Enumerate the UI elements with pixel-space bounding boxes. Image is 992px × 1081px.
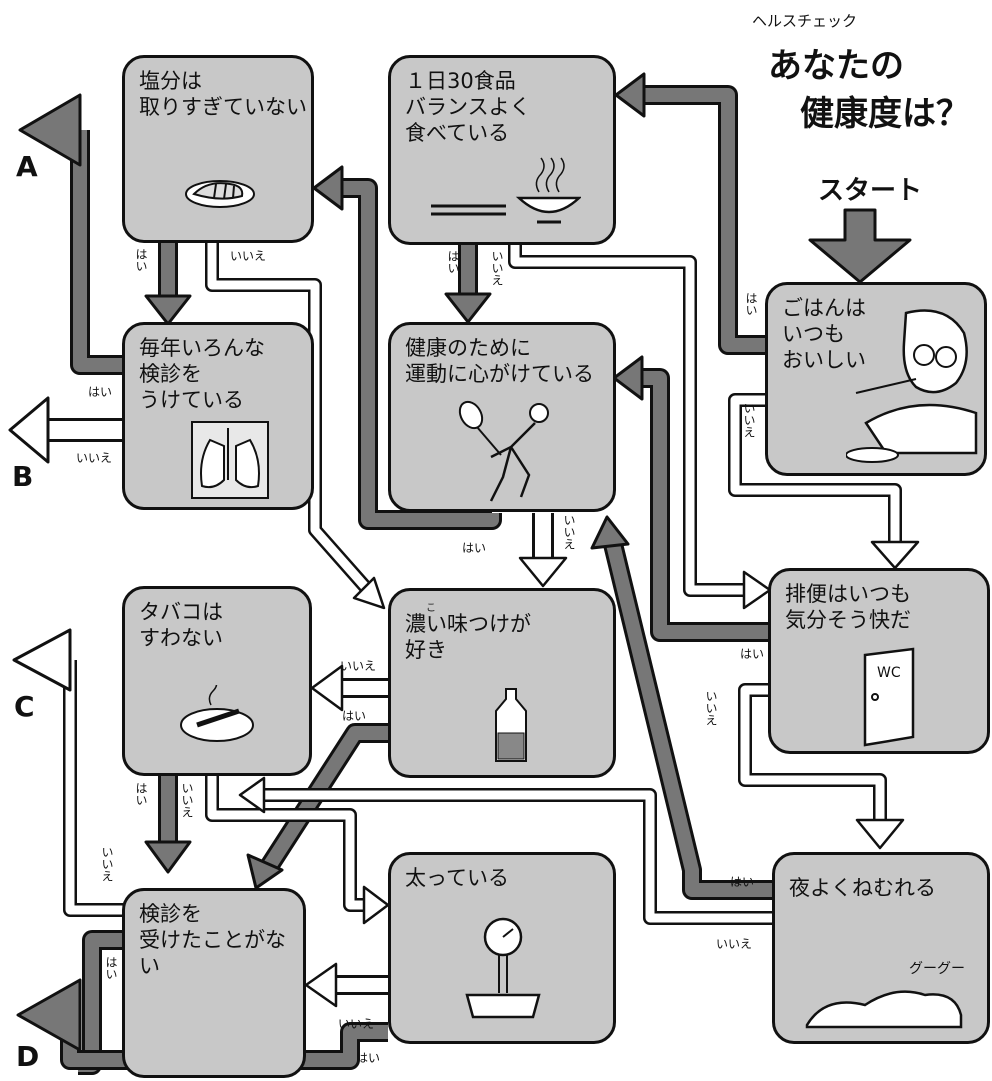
label-yes-taste: はい bbox=[342, 709, 367, 723]
yes-paths bbox=[16, 72, 772, 1075]
snore-text: グーグー bbox=[909, 961, 965, 977]
node-salt: 塩分は 取りすぎていない bbox=[122, 55, 314, 243]
result-a: A bbox=[16, 150, 38, 183]
sleeping-person-icon: グーグー bbox=[805, 961, 965, 1029]
label-yes-sleep: はい bbox=[730, 875, 755, 889]
no-arrowhead-c bbox=[12, 628, 72, 692]
food-plate-icon bbox=[185, 180, 255, 208]
start-arrow bbox=[808, 208, 912, 284]
node-sleep-text: 夜よくねむれる bbox=[789, 876, 936, 900]
node-balance-text: １日30食品 バランスよく 食べている bbox=[405, 69, 531, 145]
label-no-meal: いいえ bbox=[742, 402, 756, 438]
yes-arrowhead-yearly bbox=[144, 294, 192, 326]
label-no-salt: いいえ bbox=[230, 249, 267, 263]
yes-arrowhead-exercise bbox=[444, 292, 492, 324]
label-no-tobacco: いいえ bbox=[180, 782, 194, 818]
page-title-line1: あなたの bbox=[768, 46, 904, 86]
node-checkup-yearly-text: 毎年いろんな 検診を うけている bbox=[139, 336, 265, 412]
label-no-fat: いいえ bbox=[338, 1017, 375, 1031]
label-yes-exercise: はい bbox=[462, 541, 487, 555]
eating-man-icon bbox=[846, 309, 978, 463]
yes-arrowhead-nocheckup bbox=[246, 853, 284, 890]
no-arrowhead-b bbox=[8, 396, 50, 464]
node-balance: １日30食品 バランスよく 食べている bbox=[388, 55, 616, 245]
node-no-checkup-text: 検診を 受けたことがない bbox=[139, 902, 286, 978]
label-no-exercise: いいえ bbox=[562, 514, 576, 550]
label-no-bowel: いいえ bbox=[704, 690, 718, 726]
yes-arrowhead-tobacco bbox=[144, 840, 192, 874]
wc-sign: WC bbox=[877, 665, 901, 681]
no-path-tobacco-c bbox=[63, 660, 125, 917]
soy-sauce-bottle-icon bbox=[495, 688, 527, 762]
title-ruby: ヘルスチェック bbox=[752, 12, 858, 30]
label-yes-yearly: はい bbox=[88, 385, 113, 399]
toilet-door-icon: WC bbox=[863, 647, 915, 747]
node-fat: 太っている bbox=[388, 852, 616, 1044]
no-paths bbox=[8, 208, 920, 1008]
xray-lungs-icon bbox=[191, 421, 269, 499]
page-title-line2: 健康度は？ bbox=[800, 94, 970, 134]
label-no-tobacco-c: いいえ bbox=[100, 846, 114, 882]
node-checkup-yearly: 毎年いろんな 検診を うけている bbox=[122, 322, 314, 510]
result-b: B bbox=[12, 460, 34, 493]
node-meal: ごはんは いつも おいしい bbox=[765, 282, 987, 476]
node-exercise: 健康のために 運動に心がけている bbox=[388, 322, 616, 512]
yes-arrowhead-sleep bbox=[590, 515, 630, 550]
yes-arrowhead-exercise-right bbox=[612, 355, 644, 401]
label-yes-tobacco: はい bbox=[134, 782, 148, 806]
node-bowel: 排便はいつも 気分そう快だ WC bbox=[768, 568, 990, 754]
node-strong-taste-text: 濃い味つけが 好き bbox=[405, 612, 531, 662]
node-fat-text: 太っている bbox=[405, 866, 509, 890]
start-label: スタート bbox=[818, 176, 923, 206]
result-d: D bbox=[16, 1040, 40, 1073]
result-c: C bbox=[14, 690, 35, 723]
node-sleep: 夜よくねむれる グーグー bbox=[772, 852, 990, 1044]
label-yes-bowel: はい bbox=[740, 647, 765, 661]
node-salt-text: 塩分は 取りすぎていない bbox=[139, 69, 307, 119]
node-bowel-text: 排便はいつも 気分そう快だ bbox=[785, 582, 911, 632]
node-tobacco: タバコは すわない bbox=[122, 586, 312, 776]
label-yes-balance: はい bbox=[446, 250, 460, 274]
node-tobacco-text: タバコは すわない bbox=[139, 600, 223, 650]
tennis-player-icon bbox=[458, 400, 549, 502]
ashtray-cigarette-icon bbox=[180, 685, 254, 742]
node-meal-text: ごはんは いつも おいしい bbox=[782, 296, 866, 372]
rice-bowl-icon bbox=[431, 157, 581, 224]
label-no-balance: いいえ bbox=[490, 250, 504, 286]
yes-arrowhead-balance bbox=[614, 72, 646, 118]
strong-taste-ruby: こ bbox=[426, 603, 436, 614]
label-no-taste: いいえ bbox=[340, 659, 377, 673]
label-yes-fat: はい bbox=[356, 1051, 381, 1065]
weight-scale-icon bbox=[465, 917, 541, 1019]
node-strong-taste: 濃い味つけが 好き bbox=[388, 588, 616, 778]
label-no-yearly: いいえ bbox=[76, 451, 113, 465]
node-no-checkup: 検診を 受けたことがない bbox=[122, 888, 306, 1078]
node-exercise-text: 健康のために 運動に心がけている bbox=[405, 336, 594, 386]
label-yes-nocheckup: はい bbox=[104, 956, 118, 980]
yes-arrowhead-a bbox=[18, 93, 82, 167]
yes-arrowhead-d bbox=[16, 978, 82, 1052]
label-yes-salt: はい bbox=[134, 248, 148, 272]
label-no-sleep: いいえ bbox=[716, 937, 753, 951]
label-yes-meal: はい bbox=[744, 292, 758, 316]
yes-arrowhead-salt bbox=[312, 165, 344, 211]
